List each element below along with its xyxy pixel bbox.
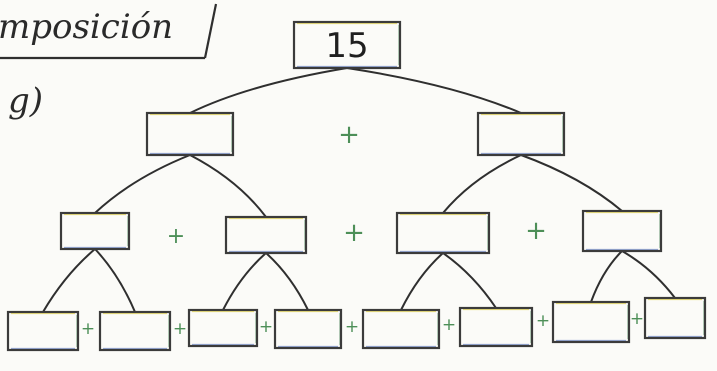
tree-boxes xyxy=(6,20,707,352)
level3-box-1-outline xyxy=(6,310,80,352)
edge-l2-4-left xyxy=(590,250,623,303)
level2-box-3[interactable] xyxy=(395,211,491,255)
level3-box-8[interactable] xyxy=(643,296,707,340)
plus-sign-level3-3: + xyxy=(259,317,273,337)
level2-box-2[interactable] xyxy=(224,215,308,255)
edge-root-left xyxy=(189,67,348,114)
level2-box-4[interactable] xyxy=(581,209,663,253)
plus-sign-level2-3: + xyxy=(525,216,547,246)
edge-root-right xyxy=(346,67,522,114)
plus-sign-level2-1: + xyxy=(167,224,185,249)
level3-box-7[interactable] xyxy=(551,300,631,344)
level1-box-2[interactable] xyxy=(476,111,566,157)
edge-l2-1-left xyxy=(42,248,96,313)
level3-box-6-outline xyxy=(458,306,534,348)
level1-box-1[interactable] xyxy=(145,111,235,157)
level3-box-3-outline xyxy=(187,308,259,348)
exercise-label-fragment: g) xyxy=(8,81,43,121)
root-box[interactable] xyxy=(292,20,402,70)
plus-sign-level3-5: + xyxy=(442,315,456,335)
plus-sign-level1: + xyxy=(338,120,360,150)
level3-box-8-outline xyxy=(643,296,707,340)
level1-box-1-outline xyxy=(145,111,235,157)
level3-box-2-outline xyxy=(98,310,172,352)
level3-box-2[interactable] xyxy=(98,310,172,352)
level2-box-3-outline xyxy=(395,211,491,255)
level3-box-4-outline xyxy=(273,308,343,350)
level1-box-2-outline xyxy=(476,111,566,157)
edge-l2-4-right xyxy=(621,250,676,299)
plus-sign-level3-1: + xyxy=(81,319,95,339)
level3-box-7-outline xyxy=(551,300,631,344)
root-box-outline xyxy=(292,20,402,70)
edge-l1a-l2b xyxy=(189,154,267,218)
edge-l1b-l2d xyxy=(520,154,623,212)
plus-sign-level2-2: + xyxy=(343,218,365,248)
title-slash xyxy=(203,3,218,59)
edge-l2-3-left xyxy=(400,252,444,311)
tree-edges xyxy=(42,67,676,313)
level3-box-5[interactable] xyxy=(361,308,441,350)
level2-box-1-outline xyxy=(59,211,131,251)
level2-box-1[interactable] xyxy=(59,211,131,251)
plus-sign-level3-6: + xyxy=(536,311,550,331)
edge-l1b-l2c xyxy=(442,154,522,214)
tree-operators: + + + + + + + + + + + xyxy=(81,120,644,339)
worksheet-title-fragment: mposición xyxy=(0,7,173,47)
plus-sign-level3-7: + xyxy=(630,309,644,329)
edge-l1a-l2a xyxy=(94,154,191,214)
edge-l2-2-left xyxy=(222,252,267,311)
edge-l2-3-right xyxy=(442,252,497,309)
level2-box-4-outline xyxy=(581,209,663,253)
edge-l2-2-right xyxy=(265,252,309,311)
edge-l2-1-right xyxy=(94,248,136,313)
level3-box-6[interactable] xyxy=(458,306,534,348)
level3-box-1[interactable] xyxy=(6,310,80,352)
plus-sign-level3-2: + xyxy=(173,319,187,339)
level2-box-2-outline xyxy=(224,215,308,255)
root-value: 15 xyxy=(325,26,368,66)
level3-box-4[interactable] xyxy=(273,308,343,350)
level3-box-5-outline xyxy=(361,308,441,350)
level3-box-3[interactable] xyxy=(187,308,259,348)
plus-sign-level3-4: + xyxy=(345,317,359,337)
